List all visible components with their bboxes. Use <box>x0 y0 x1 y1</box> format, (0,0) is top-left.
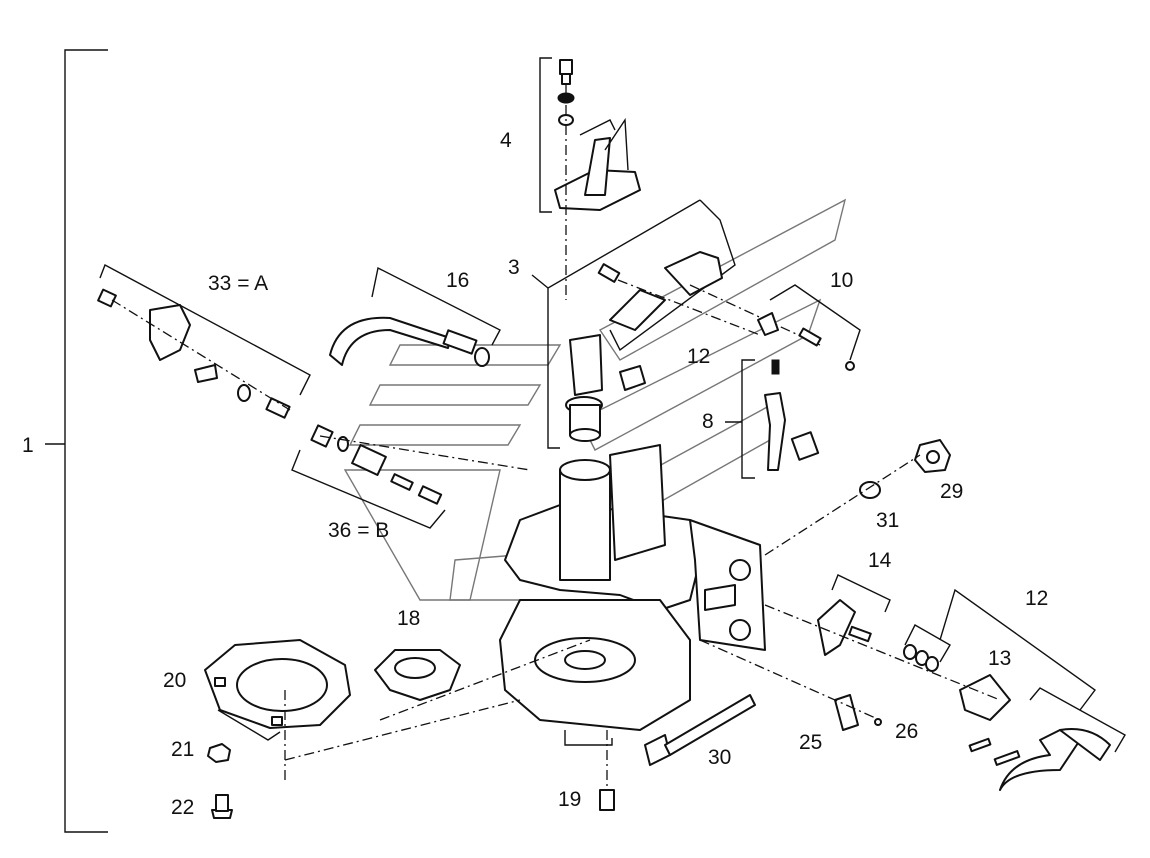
callout-14: 14 <box>868 549 892 572</box>
part-16-group <box>329 266 501 367</box>
callout-29: 29 <box>940 480 963 503</box>
callout-26: 26 <box>895 720 918 743</box>
callout-8: 8 <box>702 410 714 433</box>
part-18-group <box>374 649 461 701</box>
callout-labels: 1 3 4 8 10 12 12 13 14 16 18 19 20 21 22… <box>22 129 1048 819</box>
leader-line <box>284 699 521 761</box>
leader-line <box>379 639 591 721</box>
part-4-group <box>539 57 641 300</box>
coupling-housing <box>499 444 766 731</box>
callout-3: 3 <box>508 256 520 279</box>
callout-30: 30 <box>708 746 731 769</box>
callout-1: 1 <box>22 434 34 457</box>
callout-20: 20 <box>163 669 186 692</box>
part-19-25-26-30-group <box>599 639 882 811</box>
callout-12-lower: 12 <box>1025 587 1048 610</box>
part-20-22-group <box>204 639 351 819</box>
callout-31: 31 <box>876 509 899 532</box>
part-3-group <box>531 199 701 449</box>
callout-16: 16 <box>446 269 469 292</box>
part-36-group <box>291 424 531 529</box>
callout-36: 36 = B <box>328 519 389 542</box>
callout-13: 13 <box>988 647 1011 670</box>
callout-18: 18 <box>397 607 420 630</box>
callout-21: 21 <box>171 738 194 761</box>
assembly-bracket-1 <box>45 49 108 833</box>
callout-10: 10 <box>830 269 853 292</box>
callout-4: 4 <box>500 129 512 152</box>
part-8-10-group <box>725 284 861 479</box>
part-29-31-group <box>764 439 951 556</box>
part-33-group <box>97 264 311 419</box>
callout-22: 22 <box>171 796 194 819</box>
callout-25: 25 <box>799 731 822 754</box>
callout-12-upper: 12 <box>687 345 710 368</box>
part-12-13-14-group <box>764 574 1126 791</box>
callout-19: 19 <box>558 788 581 811</box>
part-12-upper-group <box>597 199 821 352</box>
callout-33: 33 = A <box>208 272 268 295</box>
leader-bracket-19 <box>564 730 613 746</box>
